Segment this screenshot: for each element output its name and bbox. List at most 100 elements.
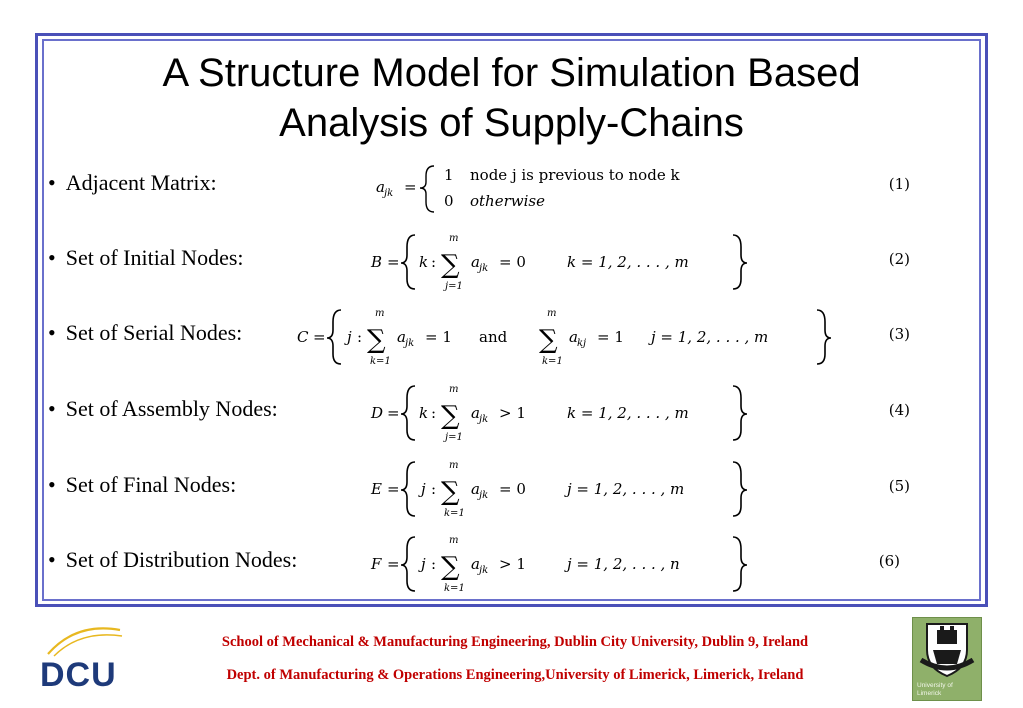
- eq6-set: F: [370, 555, 382, 573]
- eq5-term: a: [471, 480, 480, 498]
- eq3-sum2-top: m: [547, 308, 556, 319]
- eq6-sigma-icon: ∑: [441, 552, 460, 582]
- eq5-term-sub: jk: [477, 490, 488, 501]
- slide-title: A Structure Model for Simulation Based A…: [42, 48, 981, 148]
- eq3-term2: a: [569, 328, 578, 346]
- bullet-distribution-nodes: •Set of Distribution Nodes: F = j : m ∑ …: [48, 533, 948, 594]
- eq6-equals: =: [387, 555, 400, 573]
- bullet-adjacent-matrix: • Adjacent Matrix: a jk = 1 node j is pre…: [48, 156, 948, 216]
- bullet-label: Set of Final Nodes:: [65, 472, 237, 497]
- eq5-sum-top: m: [449, 460, 458, 471]
- eq4-set: D: [370, 404, 383, 422]
- dcu-logo: DCU: [36, 620, 126, 694]
- eq2-var: k: [419, 253, 428, 271]
- eq3-set: C: [297, 328, 309, 346]
- eq5-left-brace: [400, 461, 416, 517]
- eq3-term: a: [397, 328, 406, 346]
- eq3-sum-bottom: k=1: [370, 356, 391, 367]
- equation-5-svg: E = j : m ∑ k=1 a jk = 0 j = 1, 2, . . .…: [370, 460, 748, 519]
- eq1-equals: =: [404, 178, 417, 196]
- equation-6: F = j : m ∑ k=1 a jk > 1 j = 1, 2, . . .…: [370, 533, 771, 594]
- eq4-cond: > 1: [499, 404, 526, 422]
- title-line-2: Analysis of Supply-Chains: [279, 101, 744, 145]
- equation-3-svg: C = j : m ∑ k=1 a jk = 1 and m ∑ k=1 a k…: [297, 308, 832, 367]
- bullet-icon: •: [48, 245, 56, 270]
- eq5-var: j: [418, 480, 426, 498]
- eq4-range: k = 1, 2, . . . , m: [567, 404, 689, 422]
- eq1-case2-text: otherwise: [470, 192, 545, 210]
- footer-line-2: Dept. of Manufacturing & Operations Engi…: [226, 667, 804, 683]
- bullet-assembly-nodes: •Set of Assembly Nodes: D = k : m ∑ j=1 …: [48, 382, 948, 443]
- eq5-range: j = 1, 2, . . . , m: [564, 480, 684, 498]
- ul-logo-text: University of Limerick: [917, 682, 953, 697]
- equation-3: C = j : m ∑ k=1 a jk = 1 and m ∑ k=1 a k…: [297, 306, 832, 367]
- eq4-equals: =: [387, 404, 400, 422]
- eq2-term-sub: jk: [477, 263, 488, 274]
- eq3-sigma-icon: ∑: [367, 325, 386, 355]
- equation-number-1: (1): [888, 175, 910, 193]
- bullet-icon: •: [48, 472, 56, 497]
- eq6-var: j: [418, 555, 426, 573]
- eq2-equals: =: [387, 253, 400, 271]
- eq3-term2-sub: kj: [577, 338, 586, 349]
- eq3-left-brace: [326, 309, 342, 365]
- eq4-term: a: [471, 404, 480, 422]
- bullet-label: Set of Assembly Nodes:: [65, 396, 278, 421]
- bullet-label: Set of Initial Nodes:: [65, 245, 244, 270]
- eq6-term-sub: jk: [477, 565, 488, 576]
- equation-6-svg: F = j : m ∑ k=1 a jk > 1 j = 1, 2, . . .…: [370, 535, 748, 594]
- equation-number-5: (5): [888, 477, 910, 495]
- eq1-lhs: a: [376, 178, 385, 196]
- bullet-icon: •: [48, 547, 56, 572]
- dcu-swoosh-icon: DCU: [40, 627, 123, 694]
- equation-1: a jk = 1 node j is previous to node k 0 …: [376, 156, 776, 216]
- equation-number-4: (4): [888, 401, 910, 419]
- eq5-right-brace: [732, 461, 748, 517]
- eq5-cond: = 0: [499, 480, 526, 498]
- bullet-label: Adjacent Matrix:: [65, 170, 217, 195]
- eq2-term: a: [471, 253, 480, 271]
- bullet-final-nodes: • Set of Final Nodes: E = j : m ∑ k=1 a j…: [48, 458, 948, 519]
- eq6-term: a: [471, 555, 480, 573]
- eq4-right-brace: [732, 385, 748, 441]
- eq2-range: k = 1, 2, . . . , m: [567, 253, 689, 271]
- eq2-sum-top: m: [449, 233, 458, 244]
- eq2-cond: = 0: [499, 253, 526, 271]
- eq4-colon: :: [431, 404, 436, 422]
- eq2-set: B: [370, 253, 382, 271]
- equation-4: D = k : m ∑ j=1 a jk > 1 k = 1, 2, . . .…: [370, 382, 771, 443]
- eq4-term-sub: jk: [477, 414, 488, 425]
- eq2-sum-bottom: j=1: [443, 281, 463, 292]
- eq6-sum-top: m: [449, 535, 458, 546]
- eq6-left-brace: [400, 536, 416, 592]
- eq6-sum-bottom: k=1: [444, 583, 465, 594]
- eq2-colon: :: [431, 253, 436, 271]
- eq3-colon: :: [357, 328, 362, 346]
- eq4-sigma-icon: ∑: [441, 401, 460, 431]
- eq3-sigma2-icon: ∑: [539, 325, 558, 355]
- eq6-range: j = 1, 2, . . . , n: [564, 555, 680, 573]
- equation-2: B = k : m ∑ j=1 a jk = 0 k = 1, 2, . . .…: [370, 231, 771, 292]
- eq6-colon: :: [431, 555, 436, 573]
- eq3-cond: = 1: [425, 328, 452, 346]
- eq3-equals: =: [313, 328, 326, 346]
- eq3-sum-top: m: [375, 308, 384, 319]
- bullet-initial-nodes: • Set of Initial Nodes: B = k : m ∑ j=1 a…: [48, 231, 948, 292]
- footer-line-1: School of Mechanical & Manufacturing Eng…: [221, 634, 809, 650]
- eq5-sum-bottom: k=1: [444, 508, 465, 519]
- eq5-equals: =: [387, 480, 400, 498]
- eq5-colon: :: [431, 480, 436, 498]
- eq5-set: E: [370, 480, 382, 498]
- bullet-icon: •: [48, 320, 56, 345]
- eq4-left-brace: [400, 385, 416, 441]
- eq2-right-brace: [732, 234, 748, 290]
- eq3-var: j: [344, 328, 352, 346]
- eq1-case2-val: 0: [444, 192, 454, 210]
- eq1-case1-val: 1: [444, 166, 454, 184]
- equation-number-2: (2): [888, 250, 910, 268]
- eq4-var: k: [419, 404, 428, 422]
- eq3-cond2: = 1: [597, 328, 624, 346]
- eq3-right-brace: [816, 309, 832, 365]
- eq1-left-brace: [419, 165, 435, 213]
- bullet-icon: •: [48, 170, 56, 195]
